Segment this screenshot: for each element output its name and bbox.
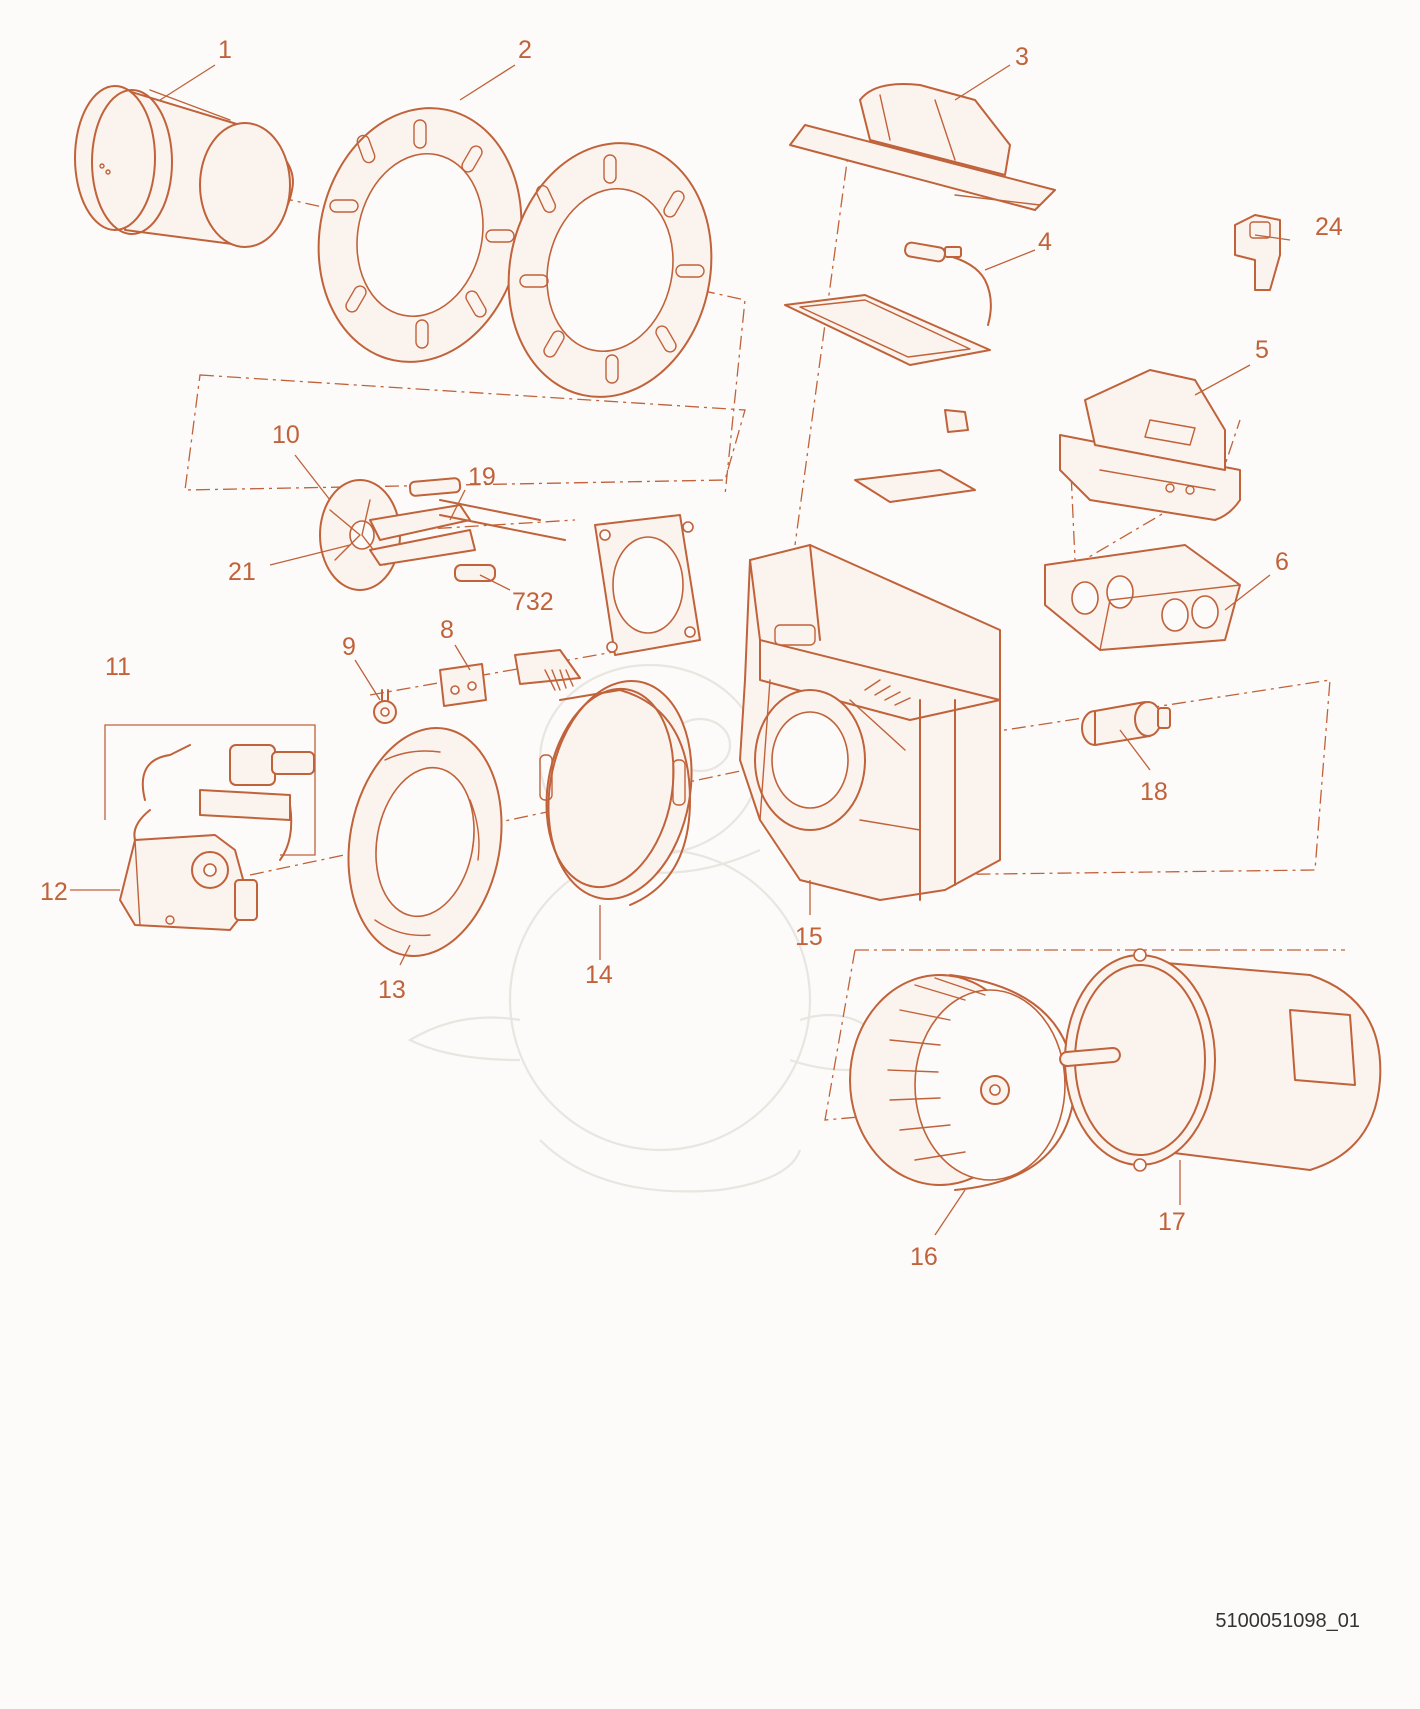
callout-18: 18: [1140, 778, 1168, 806]
part-1-blast-tube: [74, 85, 294, 248]
part-4-cable: [904, 241, 992, 326]
callout-3: 3: [1015, 43, 1029, 71]
callout-13: 13: [378, 976, 406, 1004]
mounting-flange: [594, 514, 701, 656]
part-9-screw: [373, 689, 397, 724]
callout-24: 24: [1315, 213, 1343, 241]
callout-6: 6: [1275, 548, 1289, 576]
callout-leaders: [70, 64, 1291, 1236]
callout-12: 12: [40, 878, 68, 906]
part-18-capacitor: [1081, 701, 1171, 746]
drawing-number: 5100051098_01: [1215, 1610, 1360, 1632]
part-15-burner-housing: [739, 544, 1001, 901]
part-17-motor: [1059, 948, 1382, 1172]
part-16-fan-wheel: [849, 974, 1076, 1191]
part-12-pump: [119, 834, 258, 931]
callout-17: 17: [1158, 1208, 1186, 1236]
callout-16: 16: [910, 1243, 938, 1271]
label-plate: [854, 469, 976, 503]
callout-15: 15: [795, 923, 823, 951]
callout-labels: 1 2 3 4 5 6 8 9 10 11 12 13 14 15 16 17 …: [40, 36, 1343, 1271]
part-24-plug: [1234, 214, 1281, 291]
callout-11: 11: [105, 653, 131, 681]
part-5-control-box: [1059, 369, 1241, 521]
callout-2: 2: [518, 36, 532, 64]
part-11-oil-line: [104, 724, 316, 861]
part-8-bracket: [439, 649, 581, 707]
callout-1: 1: [218, 36, 232, 64]
callout-10: 10: [272, 421, 300, 449]
callout-19: 19: [468, 463, 496, 491]
callout-4: 4: [1038, 228, 1052, 256]
callout-8: 8: [440, 616, 454, 644]
cover-gasket: [784, 294, 991, 366]
callout-9: 9: [342, 633, 356, 661]
part-6-base-bracket: [1044, 544, 1241, 651]
part-2-flange-gaskets: [317, 107, 713, 398]
callout-732: 732: [512, 588, 554, 616]
small-clip: [944, 409, 969, 433]
part-13-air-disc: [347, 727, 503, 957]
callout-5: 5: [1255, 336, 1269, 364]
part-10-19-21-nozzle-assembly: [319, 477, 566, 591]
callout-21: 21: [228, 558, 256, 586]
callout-14: 14: [585, 961, 613, 989]
part-14-air-sleeve: [539, 679, 693, 906]
part-3-cover: [789, 83, 1056, 211]
